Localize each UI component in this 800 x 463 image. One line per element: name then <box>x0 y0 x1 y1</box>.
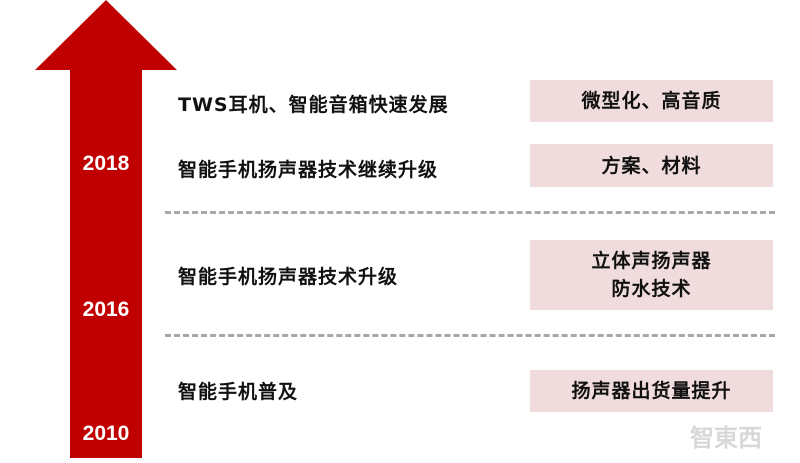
row-label: 智能手机扬声器技术升级 <box>178 266 399 288</box>
divider <box>165 211 775 214</box>
year-2010: 2010 <box>82 422 130 445</box>
feature-box: 方案、材料 <box>530 144 773 187</box>
row-label: 智能手机扬声器技术继续升级 <box>178 159 439 181</box>
feature-box: 微型化、高音质 <box>530 80 773 122</box>
timeline-arrow <box>35 0 177 458</box>
year-2016: 2016 <box>82 298 130 321</box>
year-2018: 2018 <box>82 152 130 175</box>
feature-box: 立体声扬声器防水技术 <box>530 240 773 310</box>
row-label: 智能手机普及 <box>178 381 299 403</box>
box-text: 扬声器出货量提升 <box>571 380 732 402</box>
row-label: TWS耳机、智能音箱快速发展 <box>178 94 449 116</box>
watermark-logo: 智東西 <box>690 424 762 452</box>
box-text: 防水技术 <box>611 278 692 300</box>
box-text: 立体声扬声器 <box>591 250 712 272</box>
box-text: 方案、材料 <box>601 154 702 177</box>
divider <box>165 334 775 337</box>
box-text: 微型化、高音质 <box>581 90 722 112</box>
feature-box: 扬声器出货量提升 <box>530 370 773 412</box>
